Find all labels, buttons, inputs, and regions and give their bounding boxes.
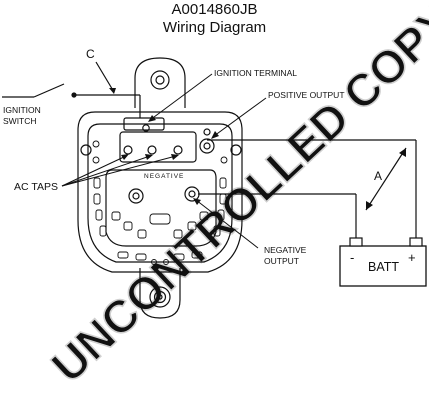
top-mounting-ear [134, 57, 186, 108]
ignition-terminal-label: IGNITION TERMINAL [214, 68, 297, 78]
alternator: NEGATIVE [77, 57, 243, 319]
battery-positive-post [409, 237, 423, 247]
watermark-text: UNCONTROLLED COPY [41, 0, 429, 392]
negative-output-label-line2: OUTPUT [264, 256, 299, 266]
ignition-switch-label: IGNITION [3, 105, 41, 115]
regulator-plate [105, 169, 217, 247]
negative-housing-label: NEGATIVE [144, 173, 184, 180]
wire-c-label: C [86, 47, 95, 61]
diagram-title: Wiring Diagram [162, 19, 267, 36]
bottom-mounting-ear [139, 268, 181, 319]
bottom-mount-hole [149, 286, 171, 308]
vent-slots [92, 140, 228, 265]
battery-plus-sign: + [408, 250, 416, 265]
ac-tap-terminal-2 [147, 145, 157, 155]
battery: - + BATT [339, 237, 427, 287]
wire-a-arrow [365, 147, 407, 211]
battery-label: BATT [368, 260, 399, 274]
positive-output-stud [199, 138, 215, 154]
ac-tap-terminal-1 [123, 145, 133, 155]
battery-minus-sign: - [350, 250, 354, 265]
battery-negative-post [349, 237, 363, 247]
top-mount-hole [150, 70, 170, 90]
battery-body [339, 245, 427, 287]
housing-inner-rim [87, 123, 233, 263]
ac-taps-label: AC TAPS [14, 181, 58, 193]
ac-tap-terminal-3 [173, 145, 183, 155]
ignition-terminal-stud [142, 124, 150, 132]
ignition-switch-label-line2: SWITCH [3, 116, 37, 126]
watermark: UNCONTROLLED COPY [41, 0, 429, 393]
negative-output-stud [184, 186, 200, 202]
negative-output-label: NEGATIVE [264, 245, 307, 255]
ignition-switch-blade [33, 83, 65, 98]
wiring [2, 61, 417, 240]
terminal-block [119, 131, 197, 163]
wire-a-label: A [374, 169, 382, 183]
part-number-title: A0014860JB [171, 1, 258, 18]
positive-output-label: POSITIVE OUTPUT [268, 90, 345, 100]
housing-outline [77, 111, 243, 273]
leaders [61, 73, 267, 249]
wire-c-leader [95, 61, 115, 93]
regulator-stud [128, 188, 144, 204]
